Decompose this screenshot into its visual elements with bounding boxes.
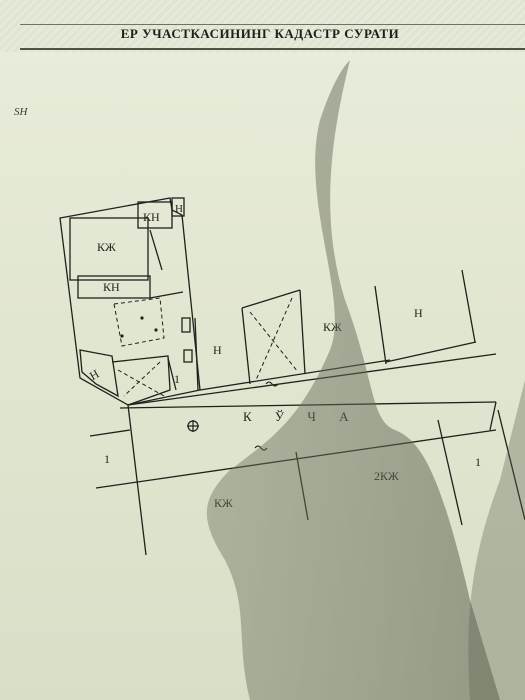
small-side-box-2	[183, 349, 193, 363]
document-header: ЕР УЧАСТКАСИНИНГ КАДАСТР СУРАТИ	[0, 0, 525, 52]
street-tilde	[254, 445, 268, 451]
lower-lot-divider-3	[497, 409, 525, 521]
yard-cross-1	[117, 369, 165, 397]
label-street-name: К Ў Ч А	[243, 409, 358, 424]
tiny-box-top	[171, 197, 185, 217]
label-tiny-n-top: Н	[175, 203, 183, 215]
header-rule-top	[20, 24, 525, 25]
label-small-one: 1	[174, 372, 180, 386]
house-block	[69, 217, 149, 281]
small-side-box-1	[181, 317, 191, 333]
lot-cross-2	[255, 297, 293, 381]
lot-line-a	[199, 359, 391, 391]
lower-partition	[111, 355, 171, 406]
street-edge-top-left	[127, 353, 497, 406]
label-top-annex: КН	[143, 210, 160, 224]
yard-cross-2	[123, 361, 161, 397]
street-left-border	[127, 404, 147, 556]
lower-lot-divider-1	[295, 451, 309, 521]
label-far-right-one: 1	[475, 455, 481, 469]
planned-building-outline	[113, 297, 165, 347]
corridor-line	[149, 229, 163, 271]
label-main-house: КЖ	[97, 240, 116, 254]
label-left-one: 1	[104, 452, 110, 466]
label-under-house: КН	[103, 280, 120, 294]
point-marker-3	[154, 328, 158, 332]
corridor-line-2	[149, 291, 184, 299]
street-left-stub	[89, 429, 131, 437]
lot-divider-5	[461, 269, 476, 343]
document-title: ЕР УЧАСТКАСИНИНГ КАДАСТР СУРАТИ	[120, 26, 400, 41]
corner-mark: SH	[14, 106, 28, 118]
left-section	[79, 349, 119, 398]
header-rule-bottom	[20, 48, 525, 50]
label-lot-n-right: Н	[414, 306, 423, 320]
label-right-2kzh: 2КЖ	[374, 469, 399, 483]
main-plot-outline	[59, 197, 201, 406]
street-edge-right	[489, 401, 497, 431]
lot-cross-1	[249, 311, 299, 373]
point-marker-2	[140, 316, 144, 320]
annex-block-under	[77, 275, 151, 299]
label-bottom-kzh: КЖ	[214, 496, 233, 510]
lot-divider-2	[241, 307, 251, 385]
lot-divider-1	[194, 317, 199, 391]
lot-divider-4	[374, 285, 387, 365]
label-yard-n: Н	[213, 343, 222, 357]
lot-divider-3	[299, 289, 306, 375]
label-lot-kzh: КЖ	[323, 320, 342, 334]
survey-marker	[187, 420, 199, 432]
label-left-n: Н	[87, 366, 102, 383]
street-edge-bottom	[95, 429, 497, 489]
partition-line	[167, 357, 177, 391]
street-edge-top	[119, 401, 497, 409]
point-marker-1	[120, 334, 124, 338]
